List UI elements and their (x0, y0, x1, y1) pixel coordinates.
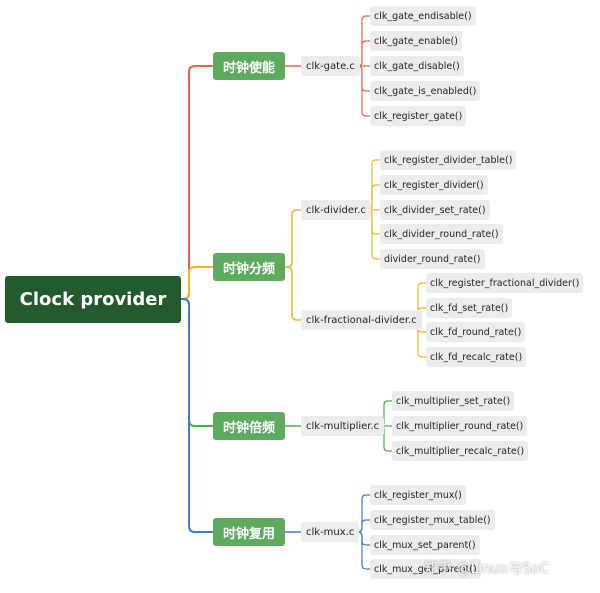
function-node[interactable]: clk_register_fractional_divider() (426, 273, 584, 293)
file-label: clk-multiplier.c (306, 420, 380, 432)
function-node[interactable]: clk_register_divider_table() (380, 150, 517, 170)
file-node-clk-multiplier[interactable]: clk-multiplier.c (301, 416, 385, 436)
file-label: clk-divider.c (306, 204, 366, 216)
category-label: 时钟使能 (222, 60, 275, 76)
function-node[interactable]: clk_gate_enable() (370, 31, 462, 51)
function-node[interactable]: clk_register_mux() (370, 485, 466, 505)
function-node[interactable]: clk_mux_get_parent() (370, 559, 481, 579)
connector-line (284, 266, 302, 321)
file-node-clk-mux[interactable]: clk-mux.c (301, 522, 360, 542)
function-node[interactable]: clk_multiplier_recalc_rate() (392, 441, 529, 461)
function-node[interactable]: clk_divider_round_rate() (380, 224, 503, 244)
connector-line (351, 531, 371, 570)
category-label: 时钟分频 (222, 261, 275, 277)
file-label: clk-fractional-divider.c (306, 314, 417, 326)
function-node[interactable]: clk_register_gate() (370, 106, 467, 126)
file-node-clk-divider[interactable]: clk-divider.c (301, 200, 371, 220)
file-node-clk-fractional-divider[interactable]: clk-fractional-divider.c (301, 310, 422, 330)
function-node[interactable]: clk_multiplier_set_rate() (392, 391, 515, 411)
category-node-clock-mux[interactable]: 时钟复用 (213, 518, 285, 546)
function-node[interactable]: clk_register_mux_table() (370, 510, 495, 530)
file-node-clk-gate[interactable]: clk-gate.c (301, 56, 360, 76)
category-label: 时钟倍频 (222, 420, 275, 436)
category-node-clock-divider[interactable]: 时钟分频 (213, 253, 285, 281)
file-label: clk-mux.c (306, 526, 355, 538)
root-node[interactable]: Clock provider (5, 276, 181, 323)
function-node[interactable]: clk_mux_set_parent() (370, 535, 480, 555)
function-node[interactable]: clk_gate_endisable() (370, 6, 476, 26)
connector-line (180, 298, 214, 427)
connector-line (180, 65, 214, 300)
function-node[interactable]: clk_fd_set_rate() (426, 298, 513, 318)
connector-line (284, 209, 302, 268)
function-node[interactable]: clk_multiplier_round_rate() (392, 416, 528, 436)
function-node[interactable]: clk_gate_disable() (370, 56, 464, 76)
function-node[interactable]: clk_gate_is_enabled() (370, 81, 481, 101)
category-node-clock-multiplier[interactable]: 时钟倍频 (213, 412, 285, 440)
watermark: 知乎 @Linux与SoC (424, 561, 550, 577)
category-node-clock-gate[interactable]: 时钟使能 (213, 52, 285, 80)
function-node[interactable]: clk_divider_set_rate() (380, 200, 490, 220)
connector-line (180, 298, 214, 533)
function-node[interactable]: clk_fd_round_rate() (426, 322, 526, 342)
connector-line (180, 266, 214, 300)
category-label: 时钟复用 (222, 526, 275, 542)
file-label: clk-gate.c (306, 60, 355, 72)
root-label: Clock provider (19, 289, 167, 310)
function-node[interactable]: clk_register_divider() (380, 175, 488, 195)
function-node[interactable]: divider_round_rate() (380, 249, 485, 269)
function-node[interactable]: clk_fd_recalc_rate() (426, 347, 527, 367)
